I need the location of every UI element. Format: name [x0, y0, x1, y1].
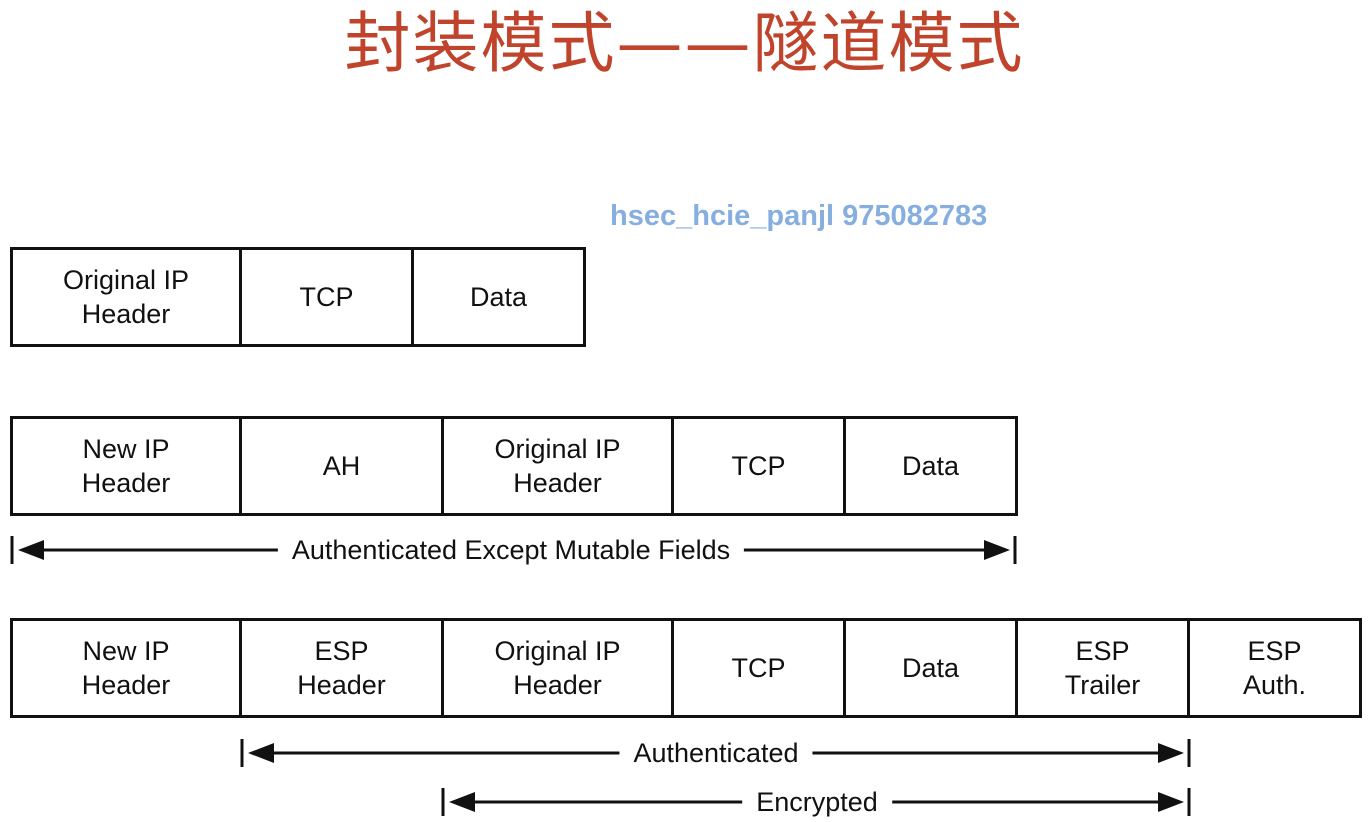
esp-authenticated-span: Authenticated — [240, 733, 1192, 773]
original-packet-row: Original IP Header TCP Data — [10, 247, 586, 347]
cell-label: Data — [469, 282, 528, 312]
cell-label: Data — [901, 451, 960, 481]
esp-auth-cell: ESP Auth. — [1190, 618, 1362, 718]
new-ip-header-cell: New IP Header — [10, 416, 242, 516]
esp-encrypted-span: Encrypted — [441, 782, 1192, 822]
data-cell: Data — [846, 416, 1018, 516]
original-ip-header-cell: Original IP Header — [444, 416, 674, 516]
tcp-cell: TCP — [674, 618, 846, 718]
cell-label: ESP Trailer — [1064, 636, 1141, 700]
original-ip-header-cell: Original IP Header — [10, 247, 242, 347]
cell-label: Original IP Header — [494, 636, 621, 700]
cell-label: AH — [322, 451, 361, 481]
esp-tunnel-packet-row: New IP Header ESP Header Original IP Hea… — [10, 618, 1362, 718]
cell-label: TCP — [731, 451, 786, 481]
cell-label: ESP Auth. — [1242, 636, 1307, 700]
cell-label: Data — [901, 653, 960, 683]
span-label: Authenticated — [619, 733, 813, 773]
cell-label: New IP Header — [81, 636, 171, 700]
span-label: Encrypted — [742, 782, 892, 822]
ah-authenticated-span: Authenticated Except Mutable Fields — [10, 530, 1018, 570]
tcp-cell: TCP — [242, 247, 414, 347]
cell-label: ESP Header — [297, 636, 386, 700]
esp-trailer-cell: ESP Trailer — [1018, 618, 1190, 718]
cell-label: Original IP Header — [494, 434, 621, 498]
cell-label: Original IP Header — [62, 265, 190, 329]
ah-cell: AH — [242, 416, 444, 516]
cell-label: New IP Header — [81, 434, 171, 498]
original-ip-header-cell: Original IP Header — [444, 618, 674, 718]
esp-header-cell: ESP Header — [242, 618, 444, 718]
data-cell: Data — [846, 618, 1018, 718]
cell-label: TCP — [731, 653, 786, 683]
cell-label: TCP — [299, 282, 354, 312]
tcp-cell: TCP — [674, 416, 846, 516]
new-ip-header-cell: New IP Header — [10, 618, 242, 718]
watermark-text: hsec_hcie_panjl 975082783 — [610, 200, 988, 232]
span-label: Authenticated Except Mutable Fields — [277, 530, 745, 570]
diagram-title: 封装模式——隧道模式 — [344, 5, 1025, 82]
data-cell: Data — [414, 247, 586, 347]
ah-tunnel-packet-row: New IP Header AH Original IP Header TCP … — [10, 416, 1018, 516]
